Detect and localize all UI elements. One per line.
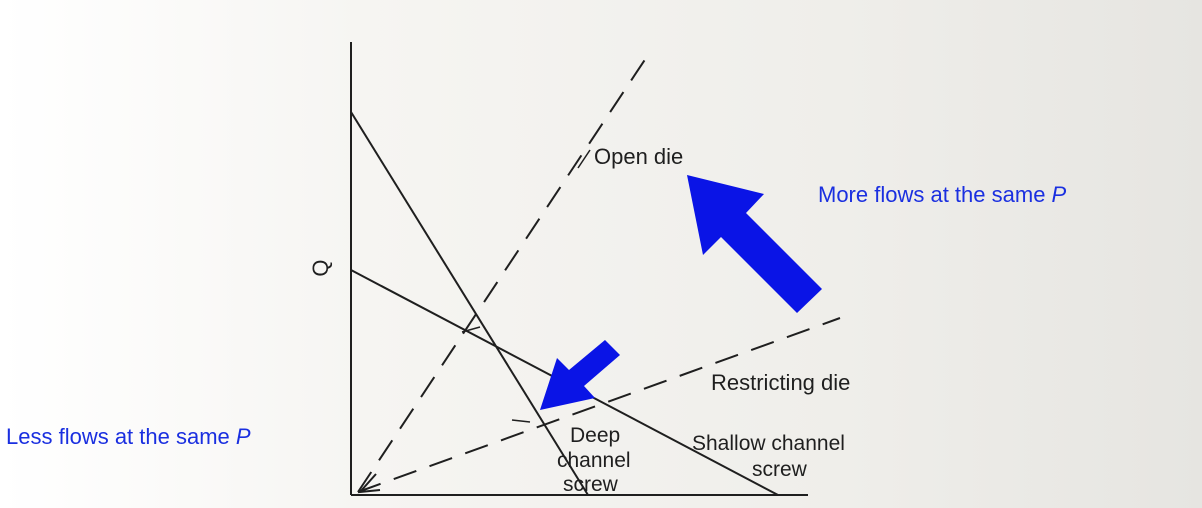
intersection-tick — [511, 419, 531, 423]
deep-channel-screw-label-line1: Deep — [570, 424, 620, 447]
open-die-line — [357, 54, 649, 493]
less-flows-variable: P — [235, 424, 251, 449]
less-flows-annotation: Less flows at the same P — [6, 424, 251, 450]
more-flows-text: More flows at the same — [818, 182, 1052, 207]
y-axis-label: Q — [308, 259, 333, 276]
more-flows-arrow-icon — [687, 175, 822, 313]
more-flows-annotation: More flows at the same P — [818, 182, 1066, 208]
origin-arrowhead-icon — [357, 473, 381, 494]
open-die-label: Open die — [594, 144, 683, 169]
less-flows-arrow-icon — [540, 340, 620, 410]
shallow-channel-screw-label-line2: screw — [752, 458, 808, 481]
shallow-channel-screw-label-line1: Shallow channel — [692, 432, 845, 455]
intersection-tick — [461, 326, 481, 333]
less-flows-text: Less flows at the same — [6, 424, 236, 449]
more-flows-variable: P — [1051, 182, 1067, 207]
restricting-die-line — [357, 317, 841, 493]
restricting-die-label: Restricting die — [711, 370, 850, 395]
deep-channel-screw-label-line2: channel — [557, 449, 631, 472]
deep-channel-screw-label-line3: screw — [563, 473, 619, 496]
open-die-label-leader — [577, 149, 591, 169]
deep-channel-screw-line — [350, 111, 589, 496]
